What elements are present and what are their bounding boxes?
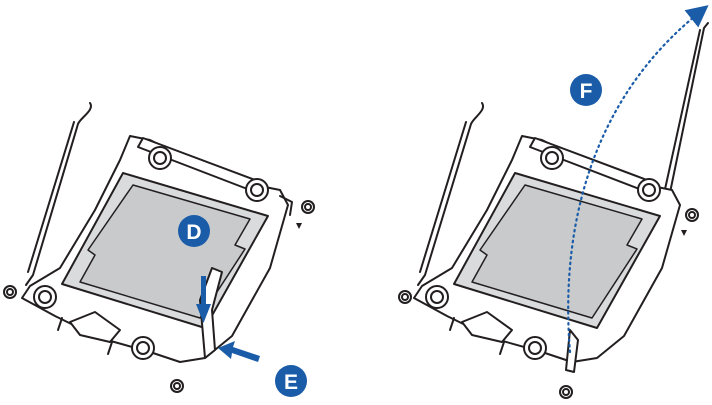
bottom-latch-right	[461, 311, 513, 343]
step-e-label: E	[284, 371, 298, 394]
step-d-badge	[178, 215, 210, 247]
step-f-badge	[570, 74, 602, 106]
socket-right	[398, 22, 709, 399]
pointer-triangle-right	[681, 230, 687, 236]
step-e: E	[275, 365, 307, 397]
socket-cover-right-inner	[471, 184, 643, 319]
load-lever-right	[417, 102, 485, 286]
pointer-triangle-left	[296, 223, 302, 229]
step-f-label: F	[580, 80, 593, 103]
load-lever-left	[25, 102, 92, 286]
step-e-badge	[275, 365, 307, 397]
bottom-latch-left	[69, 311, 121, 343]
arrow-down-icon	[196, 276, 211, 323]
socket-left	[3, 102, 315, 393]
arrow-left-icon	[218, 341, 260, 362]
dotted-arc-arrow-icon	[567, 5, 709, 354]
step-d-label: D	[186, 221, 201, 244]
step-d: D	[178, 215, 210, 247]
step-f: F	[570, 74, 602, 106]
raised-lever-right	[659, 22, 709, 213]
